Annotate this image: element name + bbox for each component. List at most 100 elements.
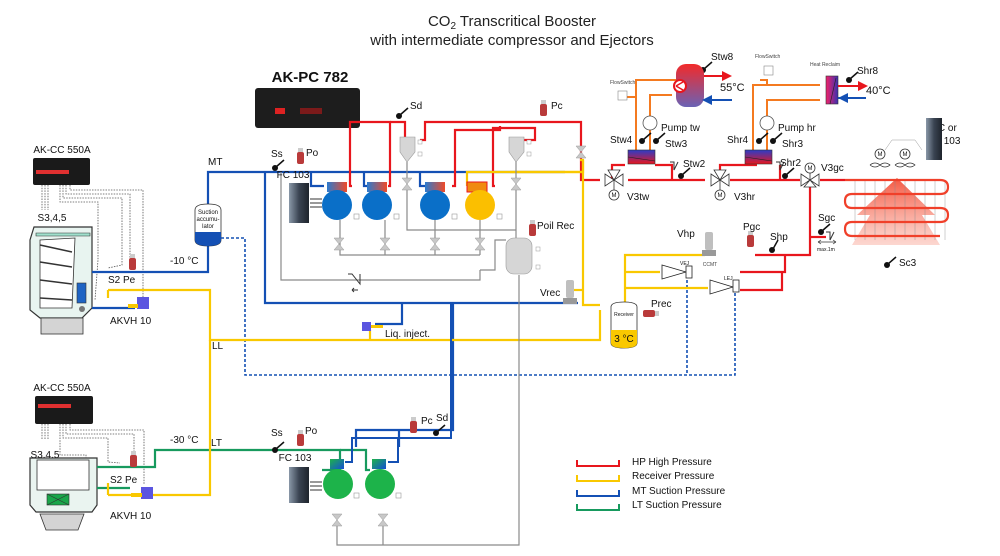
heat-reclaim-unit: Heat Reclaim 40°C: [810, 62, 891, 105]
stw3-label: Stw3: [665, 139, 688, 150]
legend-label-hp: HP High Pressure: [632, 457, 712, 468]
title-line-2: with intermediate compressor and Ejector…: [369, 32, 653, 49]
stw3-sensor-icon: [653, 132, 666, 144]
mt-compressor-3: [420, 182, 458, 220]
pc-lt-label: Pc: [421, 416, 433, 427]
lt-display-case: S3,4,5: [29, 450, 98, 531]
service-valves: [331, 145, 587, 527]
sc3-label: Sc3: [899, 258, 917, 269]
ccmt-label: CCMT: [703, 262, 717, 268]
check-valve-oil: [348, 273, 361, 293]
vrec-label: Vrec: [540, 288, 560, 299]
ss-lt-sensor-icon: [272, 441, 285, 453]
stw2-label: Stw2: [683, 159, 706, 170]
accumulator-label-2: accumu-: [196, 217, 219, 223]
gas-cooler: M M: [843, 139, 950, 245]
sd-mt-sensor-icon: [396, 107, 409, 119]
mt-case-wiring: [41, 185, 144, 301]
pressure-transmitters: [129, 100, 754, 467]
lt-discharge-lines: [345, 303, 452, 463]
mt-case-evaporator: [76, 282, 87, 304]
legend-item-lt: LT Suction Pressure: [576, 500, 722, 511]
fan-motor-icon: M: [903, 152, 908, 158]
suction-accumulator: Suction accumu- lator: [194, 203, 222, 247]
v3tw-valve: M: [604, 169, 624, 201]
max-1m-indicator: [817, 239, 837, 245]
accumulator-label-3: lator: [202, 224, 214, 230]
v3gc-label: V3gc: [821, 163, 844, 174]
legend-item-mt: MT Suction Pressure: [576, 486, 726, 497]
vhp-label: Vhp: [677, 229, 695, 240]
mt-label: MT: [208, 157, 222, 168]
mt-frequency-converter: FC 103: [277, 170, 322, 223]
shp-label: Shp: [770, 232, 788, 243]
pump-hr: [759, 115, 775, 131]
pe-mt-transmitter-icon: [129, 254, 136, 270]
controller-terminals: [300, 108, 322, 114]
lt-compressor-1: [323, 459, 360, 499]
ejector-suction-lines: [221, 237, 736, 376]
legend-item-hp: HP High Pressure: [576, 457, 712, 468]
pc-mt-transmitter-icon: [540, 100, 547, 116]
s345-lt-label: S3,4,5: [31, 450, 60, 461]
vapor-ejector: VEJ: [661, 261, 693, 280]
intermediate-compressor: [465, 181, 503, 220]
sd-lt-label: Sd: [436, 413, 448, 424]
hot-water-temp: 55°C: [720, 82, 745, 94]
heat-exchanger-hr: [744, 149, 773, 165]
fan-motor-icon: M: [878, 152, 883, 158]
accumulator-label-1: Suction: [198, 210, 218, 216]
sd-mt-label: Sd: [410, 101, 422, 112]
vhp-valve: CCMT: [702, 232, 717, 268]
heat-exchanger-tw: [627, 149, 656, 165]
stw4-sensor-icon: [639, 132, 652, 144]
oil-separator-1: [399, 136, 423, 163]
shr2-sensor-icon: [782, 167, 795, 179]
shr4-label: Shr4: [727, 135, 749, 146]
case-controller-mt: AK-CC 550A: [33, 145, 91, 185]
po-mt-transmitter-icon: [297, 148, 304, 164]
v3gc-valve: M: [800, 162, 820, 188]
flowswitch-tw-label: FlowSwitch: [610, 80, 636, 86]
lt-compressor-2: [365, 459, 402, 499]
pgc-label: Pgc: [743, 222, 760, 233]
hot-water-tank: 55°C: [673, 64, 745, 107]
mt-drive-label: FC 103: [277, 170, 310, 181]
shr8-label: Shr8: [857, 66, 879, 77]
v3tw-label: V3tw: [627, 192, 650, 203]
lt-label: LT: [211, 438, 222, 449]
vej-label: VEJ: [680, 261, 690, 267]
mt-compressor-1: [322, 182, 360, 220]
pc-mt-label: Pc: [551, 101, 563, 112]
check-valves-hx: [670, 161, 835, 241]
ss-lt-label: Ss: [271, 428, 283, 439]
mt-compressor-2: [362, 182, 400, 220]
gc-fan-1: M: [869, 148, 891, 168]
max1m-label: max.1m: [817, 247, 835, 253]
ll-label: LL: [212, 341, 224, 352]
vrec-valve: [563, 280, 577, 304]
fan-drive-label-2: FC 103: [928, 136, 961, 147]
flowswitch-hr: FlowSwitch: [755, 54, 781, 76]
lej-label: LEJ: [724, 276, 733, 282]
po-mt-label: Po: [306, 148, 319, 159]
shr2-label: Shr2: [780, 158, 802, 169]
oil-separator-2: [508, 136, 532, 163]
legend-label-mt: MT Suction Pressure: [632, 486, 726, 497]
motor-icon: M: [612, 193, 617, 199]
motor-icon: M: [718, 193, 723, 199]
controller-display: [36, 170, 69, 174]
gc-fan-2: M: [894, 148, 916, 168]
receiver-temp: 3 °C: [614, 334, 634, 345]
legend-item-receiver: Receiver Pressure: [576, 471, 715, 482]
sd-lt-sensor-icon: [433, 424, 446, 436]
flowswitch-tw: FlowSwitch: [610, 80, 636, 101]
pump-hr-label: Pump hr: [778, 123, 816, 134]
poil-rec-transmitter-icon: [529, 220, 536, 236]
v3hr-valve: M: [710, 169, 730, 201]
lt-frequency-converter: FC 103: [279, 453, 322, 503]
liq-inject-valve: [362, 322, 383, 331]
pe-lt-transmitter-icon: [130, 451, 137, 467]
akvh-mt-label: AKVH 10: [110, 316, 152, 327]
